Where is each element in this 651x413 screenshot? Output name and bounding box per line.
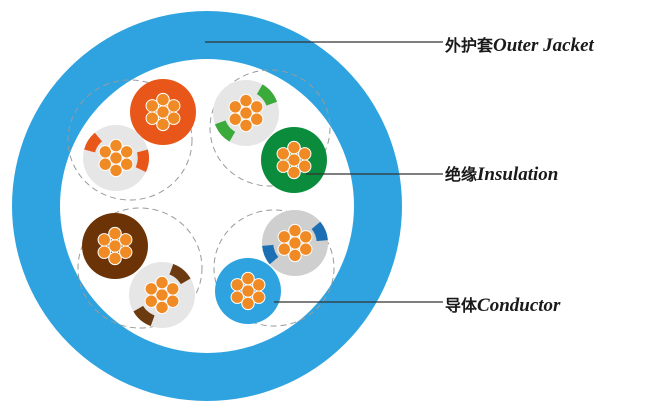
conductor-strand [241,271,255,286]
white-brown-wire [129,262,195,328]
white-green-wire [213,80,279,146]
conductor-strand [241,296,255,311]
conductor-strands [228,93,264,133]
conductor-strand [167,99,181,113]
conductor-strand [298,147,312,161]
conductor-strand [250,100,264,114]
pair-binder-outline [213,209,335,327]
green-pair [209,69,331,193]
conductor-strands [277,223,313,263]
conductor-strand [276,147,290,161]
conductor-strand [277,230,291,244]
conductor-label: 导体Conductor [445,295,561,316]
callout-outer-jacket: 外护套Outer Jacket [205,35,595,56]
twisted-pairs [67,69,335,329]
conductor-strands [144,275,180,315]
green-wire [261,127,327,193]
brown-pair [77,207,203,329]
conductor-strand [119,233,133,247]
conductor-strand [108,251,122,266]
conductor-strand [155,275,169,290]
conductor-strand [108,226,122,241]
conductor-strand [156,117,170,132]
conductor-strands [97,226,133,266]
conductor-strand [145,99,159,113]
conductor-strand [287,165,301,180]
callout-conductor: 导体Conductor [274,295,561,316]
jacket-label: 外护套Outer Jacket [444,35,595,56]
callout-insulation: 绝缘Insulation [306,164,558,185]
jacket-label-en: Outer Jacket [493,35,595,56]
conductor-strand [144,282,158,296]
conductor-strand [288,223,302,238]
white-blue-wire [262,210,328,276]
orange-wire [130,79,196,145]
insulation-label-en: Insulation [476,164,558,185]
pair-binder-outline [209,69,331,187]
conductor-strand [98,145,112,159]
conductor-strand [288,248,302,263]
orange-pair [67,79,196,201]
conductor-strands [98,138,134,178]
cable-core [60,59,354,353]
conductor-strand [230,278,244,292]
conductor-strand [155,300,169,315]
insulation-label: 绝缘Insulation [445,164,558,185]
conductor-strand [239,93,253,108]
conductor-strands [145,92,181,132]
conductor-strand [120,145,134,159]
conductor-strands [230,271,266,311]
conductor-strand [97,233,111,247]
blue-pair [213,209,335,327]
conductor-strand [299,230,313,244]
conductor-strands [276,140,312,180]
insulation-label-cn: 绝缘 [445,165,477,184]
conductor-label-en: Conductor [477,295,561,316]
conductor-strand [109,138,123,153]
conductor-label-cn: 导体 [445,296,478,315]
conductor-strand [239,118,253,133]
white-orange-wire [83,125,149,191]
conductor-strand [287,140,301,155]
brown-wire [82,213,148,279]
blue-wire [215,258,281,324]
conductor-strand [252,278,266,292]
conductor-strand [156,92,170,107]
conductor-strand [228,100,242,114]
jacket-label-cn: 外护套 [444,36,494,55]
conductor-strand [166,282,180,296]
conductor-strand [109,163,123,178]
pair-binder-outline [77,207,203,329]
pair-binder-outline [67,79,193,201]
